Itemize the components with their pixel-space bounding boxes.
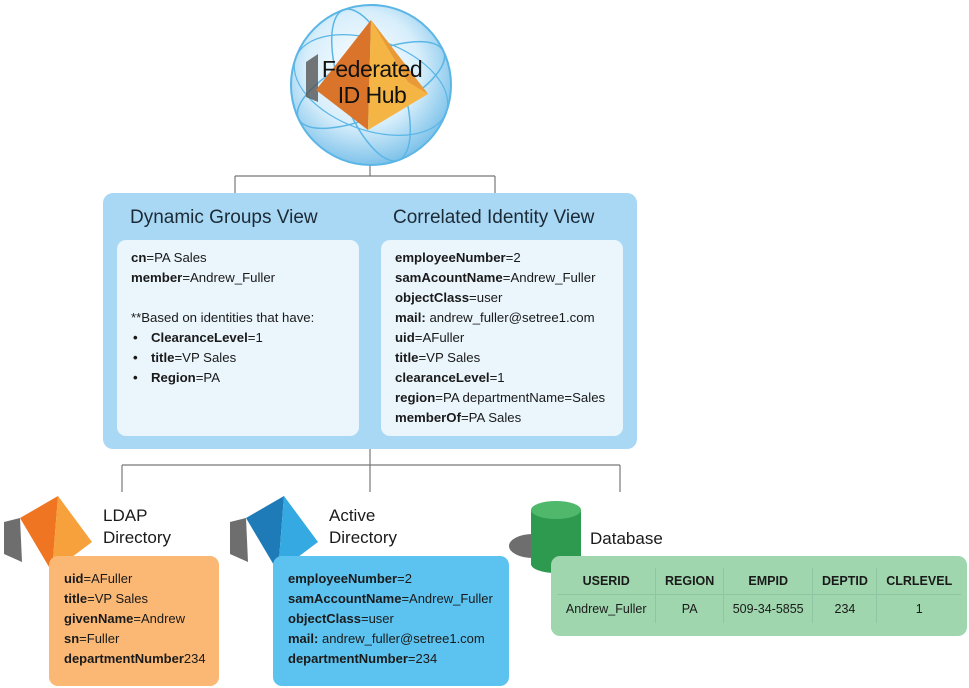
attribute-row: region=PA departmentName=Sales (395, 390, 606, 405)
green-cylinder-icon (509, 501, 581, 573)
attribute-row: uid=AFuller (395, 330, 465, 345)
hub-title-line-1: Federated (321, 56, 423, 82)
attribute-row: samAcountName=Andrew_Fuller (395, 270, 596, 285)
criteria-bullet: ClearanceLevel=1 (131, 328, 314, 348)
attribute-row: title=VP Sales (64, 591, 148, 606)
column-header: CLRLEVEL (886, 574, 953, 588)
active-directory-label-line-1: Active (329, 506, 376, 525)
attribute-row: clearanceLevel=1 (395, 370, 505, 385)
criteria-note: **Based on identities that have: (131, 310, 315, 325)
ldap-label: LDAP Directory (103, 505, 171, 549)
column-header: USERID (557, 568, 657, 595)
hub-title: Federated ID Hub (312, 56, 432, 108)
ldap-label-line-2: Directory (103, 528, 172, 547)
column-header: REGION (655, 568, 724, 595)
attribute-row: cn=PA Sales (131, 250, 207, 265)
table-cell: PA (655, 594, 724, 623)
table-header-row: USERID REGION EMPID DEPTID CLRLEVEL (557, 568, 961, 595)
criteria-bullet: title=VP Sales (131, 348, 314, 368)
table-cell: 1 (876, 594, 961, 623)
table-row: Andrew_Fuller PA 509-34-5855 234 1 (557, 594, 961, 623)
attribute-row: memberOf=PA Sales (395, 410, 522, 425)
table-cell: 234 (812, 594, 878, 623)
ldap-label-line-1: LDAP (103, 506, 148, 525)
active-directory-card: employeeNumber=2 samAccountName=Andrew_F… (273, 556, 509, 686)
globe-pyramid-icon (290, 4, 452, 166)
database-label: Database (590, 529, 663, 548)
attribute-row: title=VP Sales (395, 350, 481, 365)
attribute-row: departmentNumber=234 (288, 651, 438, 666)
blue-prism-icon (230, 496, 318, 572)
attribute-row: employeeNumber=2 (395, 250, 521, 265)
attribute-row: employeeNumber=2 (288, 571, 412, 586)
attribute-row: mail: andrew_fuller@setree1.com (395, 310, 595, 325)
correlated-identity-box: employeeNumber=2 samAcountName=Andrew_Fu… (381, 240, 623, 436)
attribute-row: sn=Fuller (64, 631, 120, 646)
attribute-row: mail: andrew_fuller@setree1.com (288, 631, 485, 646)
federated-id-hub (288, 2, 454, 168)
dynamic-groups-heading: Dynamic Groups View (130, 207, 318, 228)
table-cell: 509-34-5855 (723, 594, 814, 623)
active-directory-label: Active Directory (329, 505, 397, 549)
correlated-identity-heading: Correlated Identity View (393, 207, 595, 228)
column-header: DEPTID (812, 568, 878, 595)
database-card: USERID REGION EMPID DEPTID CLRLEVEL Andr… (551, 556, 967, 636)
active-directory-label-line-2: Directory (329, 528, 398, 547)
ldap-card: uid=AFuller title=VP Sales givenName=And… (49, 556, 219, 686)
table-cell: Andrew_Fuller (557, 594, 657, 623)
attribute-row: givenName=Andrew (64, 611, 186, 626)
database-table: USERID REGION EMPID DEPTID CLRLEVEL Andr… (557, 568, 961, 623)
attribute-row: member=Andrew_Fuller (131, 270, 276, 285)
dynamic-groups-box: cn=PA Sales member=Andrew_Fuller **Based… (117, 240, 359, 436)
hub-title-line-2: ID Hub (337, 82, 407, 108)
attribute-row: samAccountName=Andrew_Fuller (288, 591, 493, 606)
attribute-row: uid=AFuller (64, 571, 133, 586)
orange-prism-icon (4, 496, 92, 572)
column-header: EMPID (723, 568, 814, 595)
attribute-row: objectClass=user (288, 611, 394, 626)
attribute-row: objectClass=user (395, 290, 503, 305)
criteria-bullet: Region=PA (131, 368, 314, 388)
attribute-row: departmentNumber234 (64, 651, 206, 666)
